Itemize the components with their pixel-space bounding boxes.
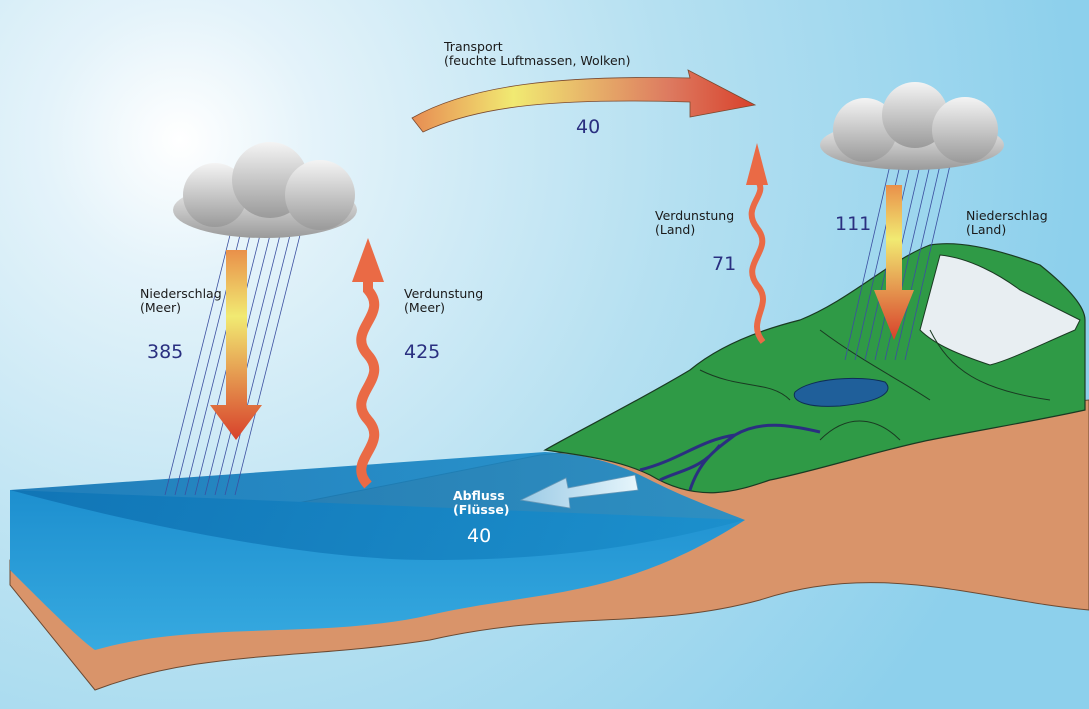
value-runoff: 40 [467,525,492,547]
label-transport-subtitle: (feuchte Luftmassen, Wolken) [444,53,631,68]
value-evaporation-sea: 425 [404,341,441,363]
label-precipitation-land-subtitle: (Land) [966,222,1007,237]
label-evaporation-sea-title: Verdunstung [404,286,484,301]
arrow-evaporation-land-head [746,143,768,185]
arrow-evaporation-land [748,178,766,344]
label-evaporation-sea-subtitle: (Meer) [404,300,446,315]
arrow-transport [411,69,757,133]
value-transport: 40 [576,116,601,138]
label-precipitation-sea-title: Niederschlag [140,286,222,301]
label-evaporation-land-subtitle: (Land) [655,222,696,237]
label-evaporation-land-title: Verdunstung [655,208,735,223]
arrow-evaporation-sea-head [352,238,384,282]
label-precipitation-land-title: Niederschlag [966,208,1048,223]
label-precipitation-sea-subtitle: (Meer) [140,300,182,315]
label-evaporation-sea: Verdunstung (Meer) [404,287,483,315]
arrow-precipitation-land [874,185,914,340]
cloud-sea [173,142,357,238]
cloud-land [820,82,1004,170]
value-evaporation-land: 71 [712,253,737,275]
river [639,423,821,491]
hill-contours [699,329,1051,441]
snow-cap [919,254,1081,366]
label-runoff-subtitle: (Flüsse) [453,502,510,517]
value-precipitation-sea: 385 [147,341,184,363]
arrow-evaporation-sea [356,275,380,489]
label-runoff: Abfluss (Flüsse) [453,489,510,517]
value-precipitation-land: 111 [835,213,872,235]
label-precipitation-land: Niederschlag (Land) [966,209,1048,237]
arrow-runoff [519,474,639,509]
arrow-precipitation-sea [210,250,262,440]
label-transport: Transport (feuchte Luftmassen, Wolken) [444,40,630,68]
label-evaporation-land: Verdunstung (Land) [655,209,734,237]
lake [793,377,889,407]
label-transport-title: Transport [444,39,503,54]
ocean-surface [10,452,745,560]
label-runoff-title: Abfluss [453,488,505,503]
label-precipitation-sea: Niederschlag (Meer) [140,287,222,315]
